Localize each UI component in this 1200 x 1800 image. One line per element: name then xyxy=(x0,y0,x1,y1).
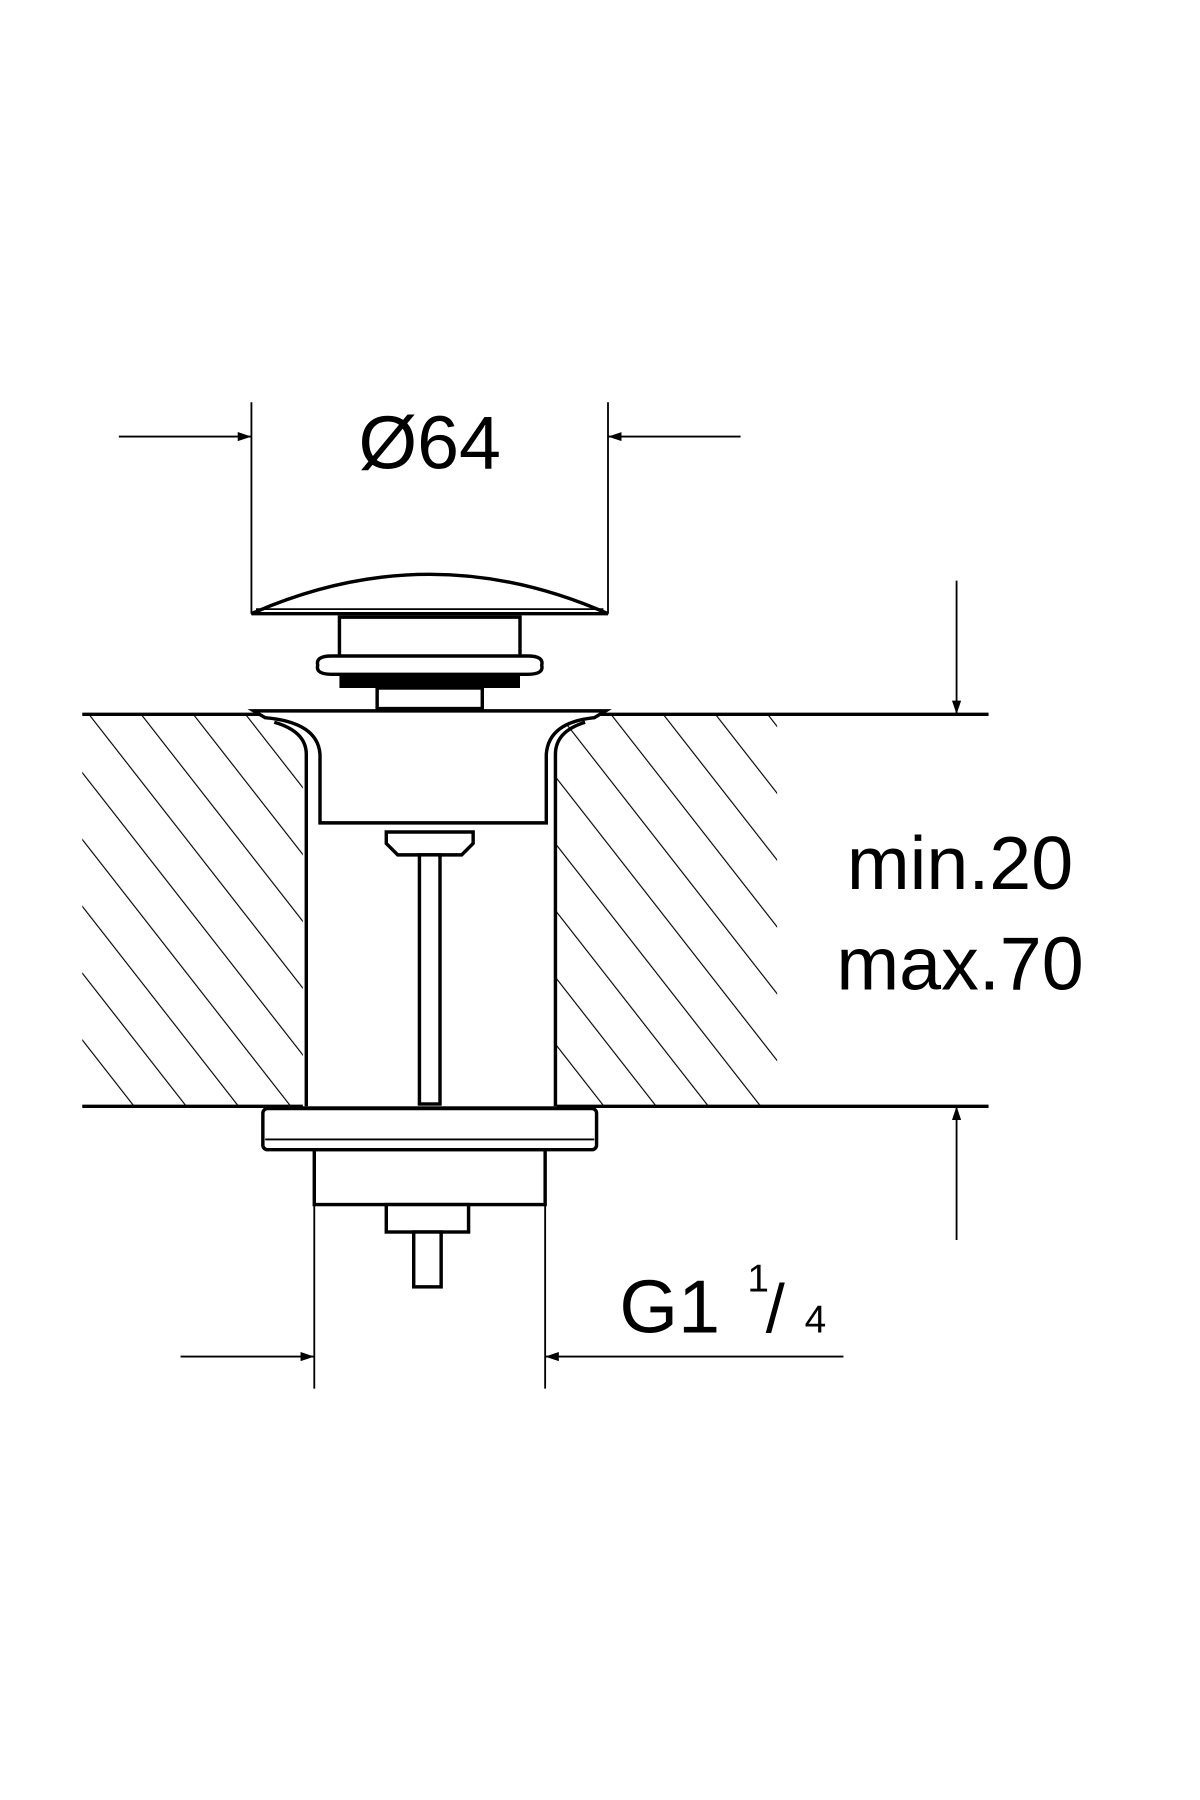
thread-label: G1 xyxy=(619,1265,720,1349)
drain-cap xyxy=(250,572,609,711)
thread-slash: / xyxy=(766,1271,786,1348)
thread-numerator: 1 xyxy=(747,1257,769,1300)
diameter-label: Ø64 xyxy=(358,401,501,485)
thread-dimension: G1 1 / 4 xyxy=(180,1204,844,1389)
thread-denominator: 4 xyxy=(805,1299,827,1342)
thickness-max-label: max.70 xyxy=(836,922,1083,1006)
thickness-dimension: min.20 max.70 xyxy=(836,580,1084,1240)
diameter-dimension: Ø64 xyxy=(118,401,741,614)
thickness-min-label: min.20 xyxy=(847,821,1073,905)
waste-body xyxy=(247,709,612,1107)
lock-nut xyxy=(261,1106,599,1289)
countertop-section xyxy=(82,712,989,1108)
